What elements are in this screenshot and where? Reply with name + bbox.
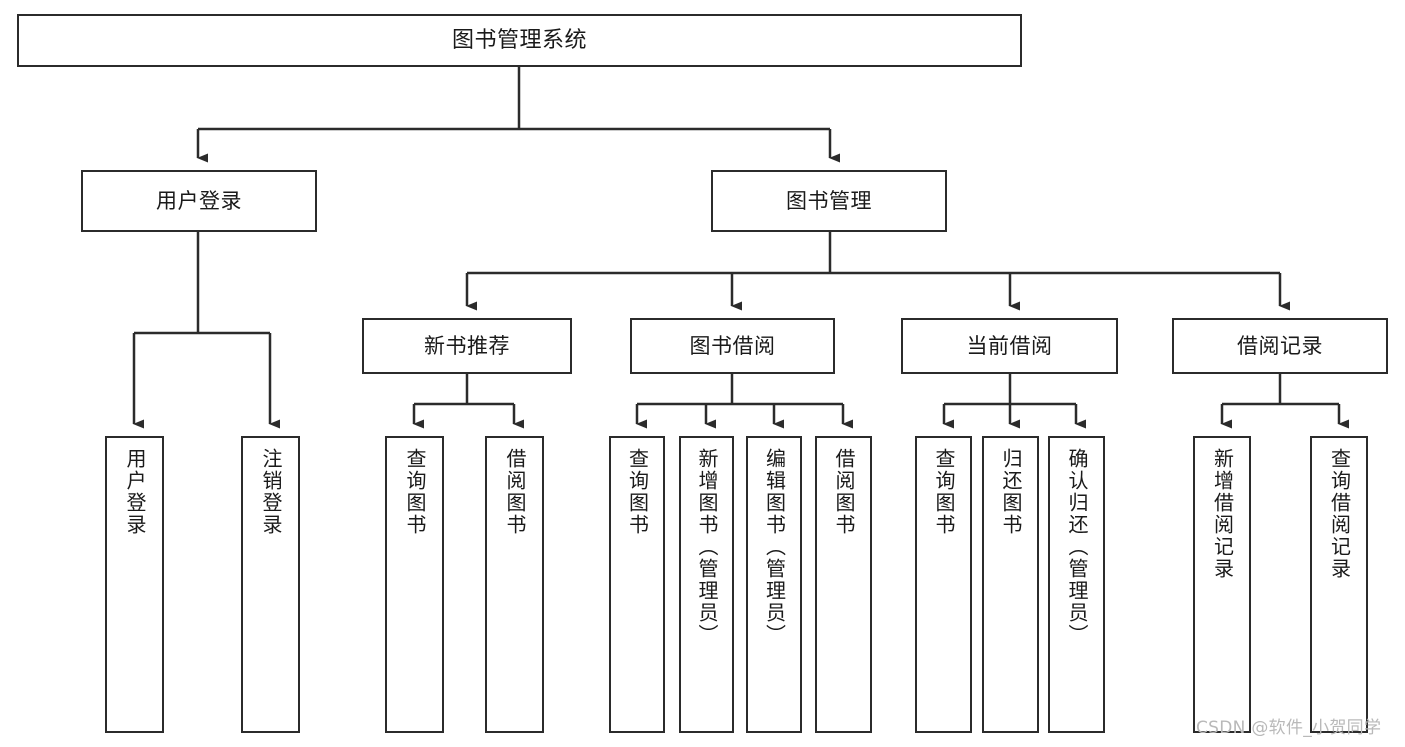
- watermark-text: CSDN @软件_小贺同学: [1196, 718, 1382, 738]
- node-borrow-record[interactable]: 借阅记录: [1172, 318, 1388, 374]
- node-book-borrow[interactable]: 图书借阅: [630, 318, 835, 374]
- node-label: 借阅图书: [503, 448, 527, 536]
- node-label: 当前借阅: [966, 333, 1053, 358]
- leaf-add-book-admin[interactable]: 新增图书（管理员）: [679, 436, 734, 733]
- node-user-login[interactable]: 用户登录: [81, 170, 317, 232]
- node-current-borrow[interactable]: 当前借阅: [901, 318, 1118, 374]
- node-label: 查询图书: [625, 448, 650, 536]
- leaf-add-borrow-record[interactable]: 新增借阅记录: [1193, 436, 1251, 733]
- node-label: 图书管理: [786, 188, 872, 213]
- node-label: 查询图书: [403, 448, 427, 536]
- node-label: 归还图书: [999, 448, 1023, 536]
- leaf-user-login[interactable]: 用户登录: [105, 436, 164, 733]
- csdn-watermark: CSDN @软件_小贺同学: [1196, 713, 1381, 738]
- leaf-confirm-return-admin[interactable]: 确认归还（管理员）: [1048, 436, 1105, 733]
- node-label: 借阅图书: [832, 448, 856, 536]
- leaf-query-borrow-record[interactable]: 查询借阅记录: [1310, 436, 1368, 733]
- leaf-query-book-recommend[interactable]: 查询图书: [385, 436, 444, 733]
- node-label: 用户登录: [123, 448, 147, 536]
- node-label: 新书推荐: [424, 333, 510, 358]
- leaf-return-book[interactable]: 归还图书: [982, 436, 1039, 733]
- node-label: 图书借阅: [689, 333, 776, 358]
- node-root-system[interactable]: 图书管理系统: [17, 14, 1022, 67]
- node-new-book-recommend[interactable]: 新书推荐: [362, 318, 572, 374]
- node-label: 借阅记录: [1237, 333, 1323, 358]
- leaf-borrow-book[interactable]: 借阅图书: [815, 436, 872, 733]
- leaf-edit-book-admin[interactable]: 编辑图书（管理员）: [746, 436, 802, 733]
- node-label: 新增图书（管理员）: [695, 448, 719, 646]
- node-label: 查询图书: [932, 448, 956, 536]
- node-label: 用户登录: [156, 188, 242, 213]
- node-label: 注销登录: [259, 448, 283, 536]
- node-label: 确认归还（管理员）: [1065, 448, 1089, 646]
- node-label: 图书管理系统: [451, 27, 587, 53]
- node-book-management[interactable]: 图书管理: [711, 170, 947, 232]
- leaf-borrow-book-recommend[interactable]: 借阅图书: [485, 436, 544, 733]
- leaf-logout-login[interactable]: 注销登录: [241, 436, 300, 733]
- leaf-query-book-current[interactable]: 查询图书: [915, 436, 972, 733]
- node-label: 编辑图书（管理员）: [762, 448, 787, 646]
- node-label: 查询借阅记录: [1327, 448, 1352, 580]
- node-label: 新增借阅记录: [1210, 448, 1235, 580]
- leaf-query-book-borrow[interactable]: 查询图书: [609, 436, 665, 733]
